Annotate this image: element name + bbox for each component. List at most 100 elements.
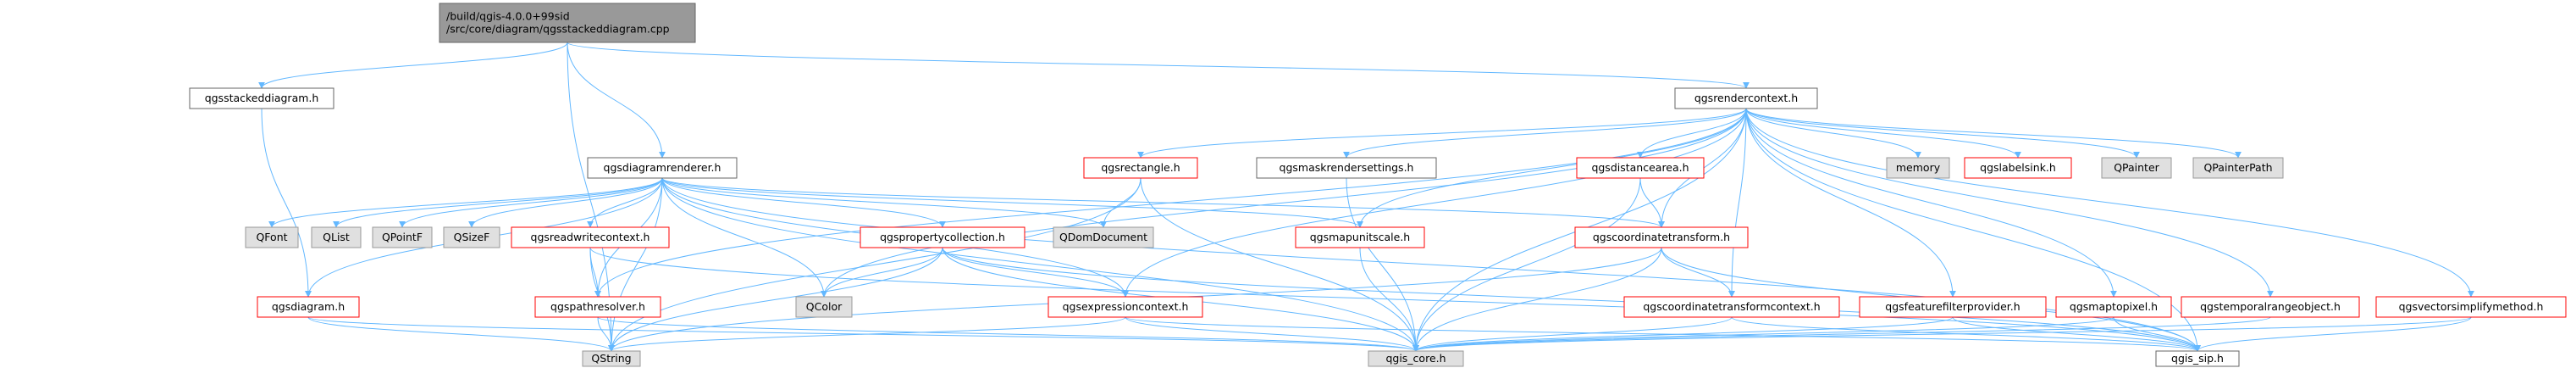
node-qgsmapunitscale[interactable]: qgsmapunitscale.h	[1295, 226, 1425, 248]
edge-qgsrendercontext-to-qgscoordinatetransformcontext	[1728, 108, 1747, 298]
edge-qgspropertycollection-to-qgsexpressioncontext	[942, 247, 1129, 298]
node-qgsdiagram[interactable]: qgsdiagram.h	[257, 296, 360, 318]
node-qgsvectorsimplifymethod-box	[2375, 296, 2567, 318]
nodes-layer: /build/qgis-4.0.0+99sid/src/core/diagram…	[189, 3, 2567, 367]
node-qgis_core-label: qgis_core.h	[1385, 352, 1446, 365]
edge-root-to-qgsdiagramrenderer	[567, 42, 666, 159]
edge-qgsrendercontext-to-QColor	[821, 108, 1747, 298]
edge-qgsexpressioncontext-to-qgis_core	[1125, 316, 1419, 352]
edge-qgsdiagramrenderer-to-qgis_core	[661, 177, 1419, 352]
node-qgis_sip[interactable]: qgis_sip.h	[2155, 350, 2240, 367]
edge-qgsrendercontext-to-qgsrectangle	[1137, 108, 1747, 159]
edge-qgspropertycollection-to-QString	[608, 247, 943, 352]
node-QList: QList	[311, 226, 362, 248]
node-QColor-label: QColor	[806, 300, 843, 313]
edge-qgsstackeddiagram-to-qgsdiagram	[261, 108, 312, 298]
edge-qgsrendercontext-to-qgsdistancearea	[1637, 108, 1747, 159]
node-qgsmaskrendersettings-label: qgsmaskrendersettings.h	[1280, 161, 1414, 174]
edge-qgsrendercontext-to-qgsmaptopixel	[1745, 108, 2117, 298]
node-qgsrectangle-box	[1083, 157, 1198, 179]
edge-qgsrendercontext-to-QPainterPath	[1745, 108, 2242, 159]
node-qgsrendercontext-label: qgsrendercontext.h	[1694, 92, 1798, 104]
edge-qgsdiagramrenderer-to-qgspropertycollection	[661, 177, 946, 228]
node-qgslabelsink-label: qgslabelsink.h	[1980, 161, 2056, 174]
node-qgsstackeddiagram-box	[189, 87, 334, 109]
edge-root-to-qgsstackeddiagram	[258, 42, 568, 89]
node-QString: QString	[582, 350, 641, 367]
node-qgis_sip-box	[2155, 350, 2240, 367]
edge-qgsrendercontext-to-qgsvectorsimplifymethod	[1745, 108, 2474, 298]
node-qgsdistancearea[interactable]: qgsdistancearea.h	[1576, 157, 1705, 179]
edge-qgsdiagramrenderer-to-qgscoordinatetransform	[661, 177, 1665, 228]
edge-qgsrendercontext-to-qgsexpressioncontext	[1122, 108, 1747, 298]
node-qgslabelsink-box	[1964, 157, 2072, 179]
node-qgsmapunitscale-label: qgsmapunitscale.h	[1310, 231, 1410, 243]
node-QList-label: QList	[323, 231, 350, 243]
edge-qgsmaptopixel-to-qgis_core	[1412, 316, 2114, 352]
node-qgsfeaturefilterprovider-box	[1859, 296, 2047, 318]
node-qgsfeaturefilterprovider[interactable]: qgsfeaturefilterprovider.h	[1859, 296, 2047, 318]
edge-qgsrectangle-to-QString	[608, 177, 1142, 352]
node-qgsmaptopixel-box	[2055, 296, 2172, 318]
node-qgspropertycollection[interactable]: qgspropertycollection.h	[860, 226, 1025, 248]
node-qgspropertycollection-label: qgspropertycollection.h	[880, 231, 1005, 243]
edges-layer	[258, 42, 2474, 352]
node-qgsvectorsimplifymethod[interactable]: qgsvectorsimplifymethod.h	[2375, 296, 2567, 318]
node-qgstemporalrangeobject[interactable]: qgstemporalrangeobject.h	[2181, 296, 2360, 318]
node-QPainterPath-box	[2192, 157, 2284, 179]
node-QPointF-box	[372, 226, 433, 248]
node-qgsdiagram-label: qgsdiagram.h	[272, 300, 345, 313]
node-qgsrectangle[interactable]: qgsrectangle.h	[1083, 157, 1198, 179]
node-QPainterPath: QPainterPath	[2192, 157, 2284, 179]
edge-qgsexpressioncontext-to-qgis_sip	[1125, 316, 2201, 352]
edge-qgsdiagramrenderer-to-QString	[608, 177, 663, 352]
node-QPainter: QPainter	[2101, 157, 2172, 179]
node-qgspathresolver-label: qgspathresolver.h	[550, 300, 645, 313]
edge-qgsvectorsimplifymethod-to-qgis_sip	[2194, 316, 2472, 352]
node-qgsstackeddiagram[interactable]: qgsstackeddiagram.h	[189, 87, 334, 109]
node-qgscoordinatetransform-box	[1574, 226, 1749, 248]
edge-qgsdistancearea-to-qgscoordinatetransform	[1639, 177, 1665, 228]
node-qgsfeaturefilterprovider-label: qgsfeaturefilterprovider.h	[1885, 300, 2020, 313]
edge-qgsfeaturefilterprovider-to-qgis_core	[1412, 316, 1954, 352]
edge-qgsrendercontext-to-qgspathresolver	[594, 108, 1747, 298]
edge-qgsmaskrendersettings-to-qgis_core	[1346, 177, 1419, 352]
node-QSizeF: QSizeF	[443, 226, 500, 248]
node-qgsdiagramrenderer-label: qgsdiagramrenderer.h	[604, 161, 721, 174]
node-root-label-1: /src/core/diagram/qgsstackeddiagram.cpp	[446, 23, 670, 36]
node-QPainter-label: QPainter	[2114, 161, 2159, 174]
node-qgspathresolver[interactable]: qgspathresolver.h	[534, 296, 661, 318]
edge-qgsrendercontext-to-memory	[1745, 108, 1921, 159]
edge-qgsrendercontext-to-QPainter	[1745, 108, 2140, 159]
node-qgsrendercontext[interactable]: qgsrendercontext.h	[1674, 87, 1818, 109]
node-root[interactable]: /build/qgis-4.0.0+99sid/src/core/diagram…	[439, 3, 696, 43]
node-qgstemporalrangeobject-label: qgstemporalrangeobject.h	[2200, 300, 2341, 313]
edge-qgsrendercontext-to-qgsmapunitscale	[1357, 108, 1747, 228]
node-qgsexpressioncontext[interactable]: qgsexpressioncontext.h	[1048, 296, 1203, 318]
node-qgspropertycollection-box	[860, 226, 1025, 248]
node-qgsreadwritecontext[interactable]: qgsreadwritecontext.h	[511, 226, 670, 248]
node-qgis_sip-label: qgis_sip.h	[2171, 352, 2224, 365]
node-qgscoordinatetransform[interactable]: qgscoordinatetransform.h	[1574, 226, 1749, 248]
node-qgsmaskrendersettings[interactable]: qgsmaskrendersettings.h	[1256, 157, 1437, 179]
node-QPointF: QPointF	[372, 226, 433, 248]
edge-root-to-qgsrendercontext	[567, 42, 1750, 89]
node-qgsmaptopixel[interactable]: qgsmaptopixel.h	[2055, 296, 2172, 318]
node-qgis_core: qgis_core.h	[1368, 350, 1464, 367]
node-QString-label: QString	[591, 352, 631, 365]
node-memory-label: memory	[1896, 161, 1941, 174]
node-QFont-box	[245, 226, 299, 248]
node-qgsdiagramrenderer-box	[587, 157, 738, 179]
edge-qgsrendercontext-to-qgsmaskrendersettings	[1343, 108, 1747, 159]
node-qgsvectorsimplifymethod-label: qgsvectorsimplifymethod.h	[2399, 300, 2544, 313]
node-QSizeF-label: QSizeF	[454, 231, 490, 243]
node-QPainterPath-label: QPainterPath	[2203, 161, 2272, 174]
node-qgscoordinatetransformcontext[interactable]: qgscoordinatetransformcontext.h	[1623, 296, 1840, 318]
edge-qgsdiagramrenderer-to-QList	[333, 177, 663, 228]
node-qgsrectangle-label: qgsrectangle.h	[1101, 161, 1180, 174]
node-qgsdiagramrenderer[interactable]: qgsdiagramrenderer.h	[587, 157, 738, 179]
node-root-label-0: /build/qgis-4.0.0+99sid	[446, 10, 570, 23]
node-QList-box	[311, 226, 362, 248]
node-qgslabelsink[interactable]: qgslabelsink.h	[1964, 157, 2072, 179]
